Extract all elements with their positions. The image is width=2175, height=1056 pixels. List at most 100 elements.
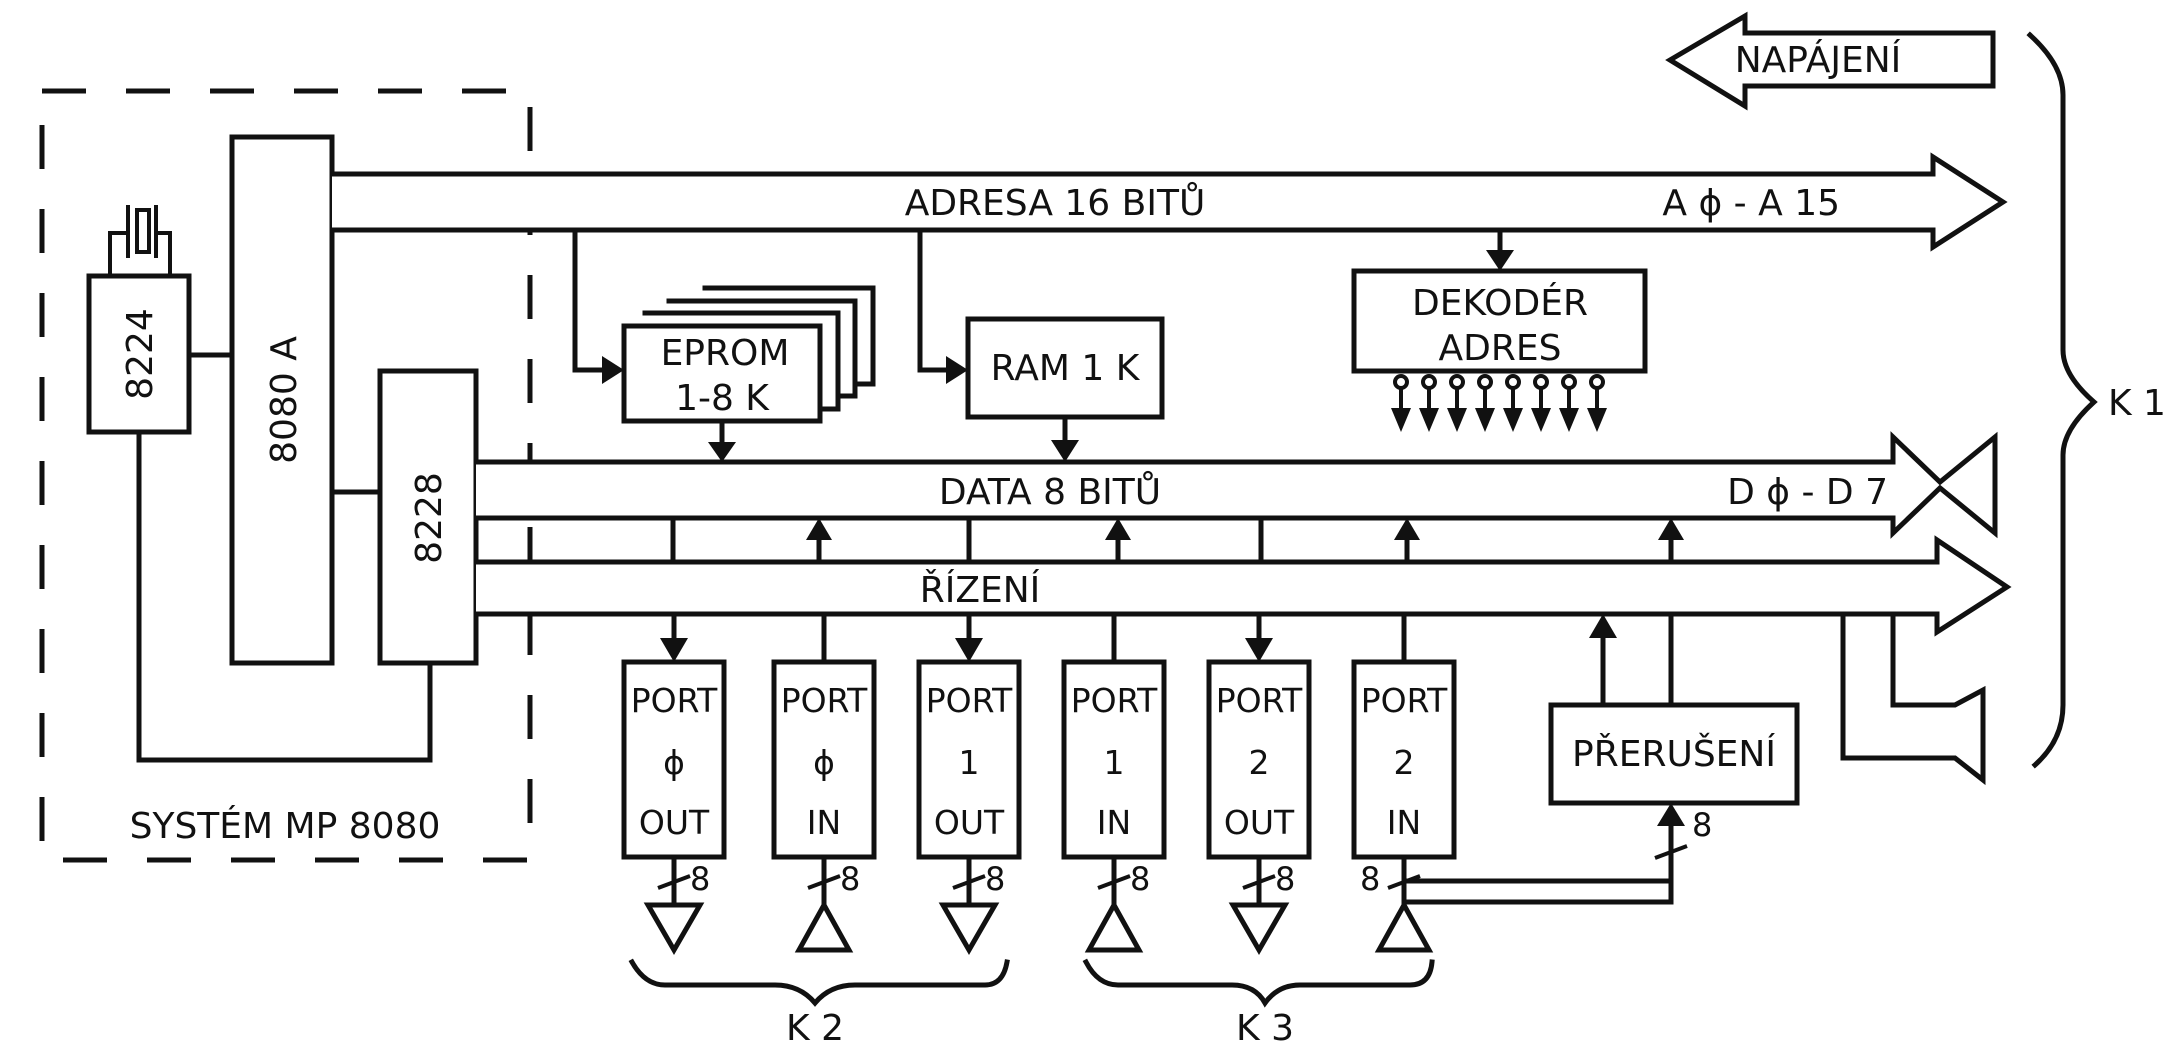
arrow-down-icon: [1245, 638, 1273, 662]
port-block: [771, 659, 877, 860]
brace-k3: [1082, 958, 1435, 1008]
bus-links: [670, 515, 1684, 565]
decoder-label-2: ADRES: [1439, 328, 1562, 369]
address-bus: [329, 152, 2008, 252]
triangle-down-icon: [1228, 902, 1290, 955]
bus-width-slash-icon: [952, 874, 986, 890]
triangle-up-icon: [1084, 899, 1144, 953]
port-block: [916, 659, 1022, 860]
output-circle-icon: [1533, 374, 1549, 390]
eprom-stack: [621, 285, 876, 424]
eprom-label-2: 1-8 K: [675, 378, 770, 419]
data-bus-range: D ϕ - D 7: [1727, 472, 1888, 513]
data-bus-label: DATA 8 BITŮ: [939, 470, 1161, 513]
address-bus-range: A ϕ - A 15: [1662, 183, 1840, 224]
port-3: PORT 1IN 8: [1061, 611, 1167, 953]
bus-width-label: 8: [1360, 860, 1380, 898]
bus-width-label: 8: [840, 860, 860, 898]
port-label-1: PORT: [926, 681, 1013, 720]
interrupt-width: 8: [1692, 806, 1712, 844]
control-bus-label: ŘÍZENÍ: [920, 569, 1041, 611]
bus-width-label: 8: [690, 860, 710, 898]
decoder-output: [1503, 374, 1523, 432]
port-label-2: 1: [1104, 743, 1125, 782]
port-block: [1351, 659, 1457, 860]
arrow-up-icon: [1658, 518, 1684, 540]
control-bus-output: [1840, 611, 1986, 786]
power-arrow: [1665, 11, 1996, 111]
port-label-1: PORT: [1071, 681, 1158, 720]
arrow-down-icon: [1391, 408, 1411, 432]
controller-chip-label: 8228: [409, 472, 450, 564]
arrow-up-icon: [1394, 518, 1420, 540]
bus-width-label: 8: [1275, 860, 1295, 898]
port-label-3: OUT: [934, 803, 1005, 842]
controller-chip-8228: [377, 368, 479, 666]
arrow-down-icon: [1419, 408, 1439, 432]
bus-width-slash-icon: [657, 874, 691, 890]
decoder-output: [1587, 374, 1607, 432]
port-block: [621, 659, 727, 860]
port-label-2: 1: [959, 743, 980, 782]
decoder-output: [1559, 374, 1579, 432]
cpu-chip-8080a: [229, 134, 335, 666]
arrow-down-icon: [1447, 408, 1467, 432]
bus-width-slash-icon: [1387, 874, 1421, 890]
arrow-down-icon: [955, 638, 983, 662]
connector-k1-label: K 1: [2108, 383, 2166, 424]
decoder-output: [1419, 374, 1439, 432]
decoder-output: [1475, 374, 1495, 432]
port-label-2: ϕ: [663, 743, 685, 782]
crystal-icon: [108, 205, 172, 276]
power-label: NAPÁJENÍ: [1735, 39, 1902, 81]
address-bus-label: ADRESA 16 BITŮ: [905, 181, 1206, 224]
interrupt-block: [1548, 702, 1800, 806]
port-label-3: IN: [1387, 803, 1421, 842]
output-circle-icon: [1393, 374, 1409, 390]
connector-k3-label: K 3: [1236, 1008, 1294, 1049]
port-label-1: PORT: [1361, 681, 1448, 720]
decoder-output: [1531, 374, 1551, 432]
port-label-3: OUT: [639, 803, 710, 842]
arrow-up-icon: [1105, 518, 1131, 540]
port-label-3: OUT: [1224, 803, 1295, 842]
port-label-3: IN: [807, 803, 841, 842]
arrow-down-icon: [660, 638, 688, 662]
connector-k2-label: K 2: [786, 1008, 844, 1049]
port-label-2: 2: [1249, 743, 1270, 782]
bus-width-slash-icon: [807, 874, 841, 890]
bus-width-label: 8: [1130, 860, 1150, 898]
clock-chip-label: 8224: [120, 308, 161, 400]
triangle-down-icon: [938, 902, 1000, 955]
triangle-up-icon: [1374, 899, 1434, 953]
port-label-3: IN: [1097, 803, 1131, 842]
ports: PORTϕOUT8PORTϕIN8PORT1OUT8PORT1IN8PORT2O…: [621, 611, 1457, 955]
bus-width-slash-icon: [1242, 874, 1276, 890]
data-bus: [473, 431, 1998, 539]
triangle-down-icon: [643, 902, 705, 955]
port-label-2: ϕ: [813, 743, 835, 782]
output-circle-icon: [1477, 374, 1493, 390]
brace-k2: [628, 958, 1010, 1007]
brace-k1: [2026, 31, 2098, 769]
arrow-up-icon: [806, 518, 832, 540]
arrow-down-icon: [1503, 408, 1523, 432]
ram-label: RAM 1 K: [991, 348, 1141, 389]
decoder-outputs: [1391, 374, 1607, 432]
output-circle-icon: [1505, 374, 1521, 390]
ram-block: [965, 316, 1165, 420]
output-circle-icon: [1449, 374, 1465, 390]
bus-width-label: 8: [985, 860, 1005, 898]
control-bus: [473, 535, 2012, 637]
arrow-down-icon: [1587, 408, 1607, 432]
eprom-label-1: EPROM: [661, 333, 790, 374]
bus-width-slash-icon: [1097, 874, 1131, 890]
port-label-1: PORT: [1216, 681, 1303, 720]
port-block: [1061, 659, 1167, 860]
